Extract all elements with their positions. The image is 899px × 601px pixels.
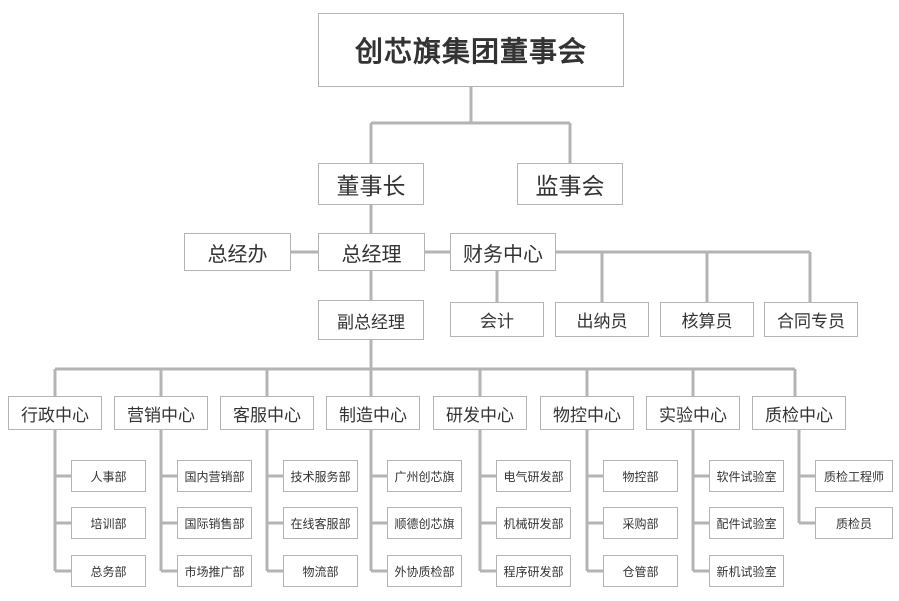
department-box: 仓管部 [603,555,678,587]
finance-role-box: 出纳员 [555,302,649,337]
center-box: 行政中心 [8,396,102,430]
department-box: 广州创芯旗 [387,460,462,492]
board-box: 创芯旗集团董事会 [318,13,624,87]
department-box: 新机试验室 [709,555,784,587]
department-box: 质检员 [815,507,893,539]
gm-office-box: 总经办 [184,233,291,271]
department-box: 采购部 [603,507,678,539]
center-box: 物控中心 [540,396,634,430]
chairman-box: 董事长 [318,163,424,205]
center-box: 客服中心 [220,396,314,430]
department-box: 顺德创芯旗 [387,507,462,539]
center-box: 质检中心 [752,396,846,430]
department-box: 市场推广部 [177,555,252,587]
department-box: 程序研发部 [496,555,571,587]
center-box: 制造中心 [326,396,420,430]
center-box: 实验中心 [646,396,740,430]
department-box: 国内营销部 [177,460,252,492]
center-box: 营销中心 [114,396,208,430]
finance-center-box: 财务中心 [450,233,556,271]
department-box: 在线客服部 [283,507,358,539]
center-box: 研发中心 [433,396,527,430]
department-box: 外协质检部 [387,555,462,587]
department-box: 机械研发部 [496,507,571,539]
department-box: 电气研发部 [496,460,571,492]
department-box: 物控部 [603,460,678,492]
department-box: 物流部 [283,555,358,587]
deputy-gm-box: 副总经理 [318,300,424,340]
department-box: 技术服务部 [283,460,358,492]
finance-role-box: 核算员 [660,302,754,337]
department-box: 质检工程师 [815,460,893,492]
department-box: 培训部 [71,507,146,539]
department-box: 总务部 [71,555,146,587]
department-box: 配件试验室 [709,507,784,539]
supervisory-board-box: 监事会 [517,163,623,205]
department-box: 人事部 [71,460,146,492]
department-box: 国际销售部 [177,507,252,539]
general-manager-box: 总经理 [318,233,425,271]
finance-role-box: 会计 [450,302,544,337]
finance-role-box: 合同专员 [764,302,858,337]
department-box: 软件试验室 [709,460,784,492]
